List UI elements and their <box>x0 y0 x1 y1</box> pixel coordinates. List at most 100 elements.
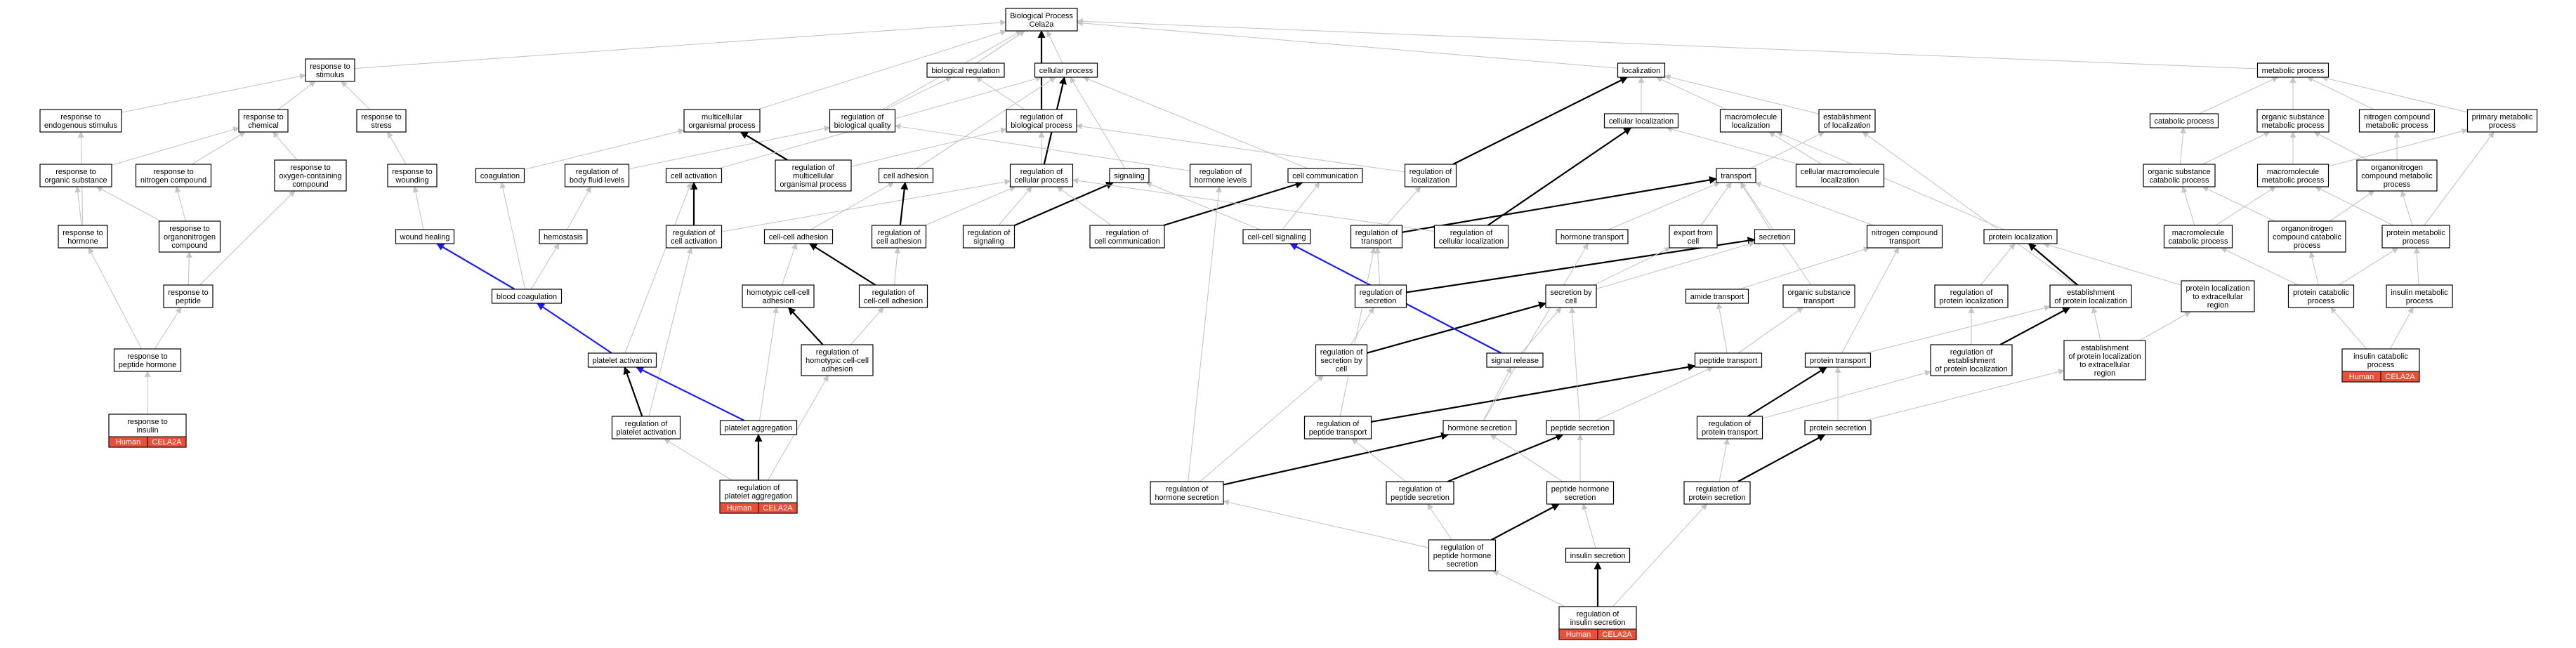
node-box <box>1545 284 1597 308</box>
node-label-line: cell <box>1336 365 1348 373</box>
gray-relation-edge <box>2043 242 2182 286</box>
gray-relation-edge <box>1865 305 2051 354</box>
gray-relation-edge <box>2139 311 2191 341</box>
node-label-line: transport <box>1721 172 1751 180</box>
gray-relation-edge <box>1740 182 1771 230</box>
gray-relation-edge <box>885 77 952 110</box>
node-label-line: cell-cell signaling <box>1247 233 1306 242</box>
gray-relation-edge <box>1351 307 1374 345</box>
node-label-line: macromolecule <box>1725 113 1777 121</box>
go-term-node: protein transport <box>1804 352 1872 368</box>
go-term-node: coagulation <box>475 168 525 183</box>
tag-label: CELA2A <box>1602 630 1632 639</box>
go-term-node: hormone secretion <box>1443 420 1517 435</box>
node-box <box>1404 164 1457 187</box>
node-label-line: response to <box>310 62 350 71</box>
gray-relation-edge <box>1595 366 1714 421</box>
node-box <box>719 420 798 435</box>
go-term-node: transport <box>1716 168 1756 183</box>
node-label-line: wounding <box>395 176 428 185</box>
node-label-line: response to <box>127 352 167 361</box>
node-label-line: regulation of <box>878 229 921 237</box>
gray-relation-edge <box>1386 186 1421 226</box>
node-label-line: response to <box>290 164 330 172</box>
gray-relation-edge <box>1700 182 1732 226</box>
node-box <box>1934 284 2009 308</box>
gray-relation-edge <box>354 19 1006 70</box>
black-relation-edge <box>1737 434 1826 482</box>
node-label-line: cellular localization <box>1439 237 1504 246</box>
node-box <box>1930 344 2013 376</box>
gray-relation-edge <box>758 307 779 421</box>
node-label-line: peptide transport <box>1700 357 1758 365</box>
gray-relation-edge <box>1655 77 1727 110</box>
go-term-node: insulin secretion <box>1565 548 1631 563</box>
node-label-line: wound healing <box>400 233 450 242</box>
gray-relation-edge <box>664 438 732 481</box>
node-box <box>1782 284 1855 308</box>
node-label-line: process <box>2308 297 2335 305</box>
node-label-line: protein transport <box>1810 357 1866 365</box>
black-relation-edge <box>1367 301 1547 354</box>
node-label-line: compound metabolic <box>2361 172 2433 180</box>
node-box <box>113 348 182 372</box>
node-box <box>2063 340 2146 381</box>
node-label-line: Cela2a <box>1030 20 1055 29</box>
go-term-node: secretion <box>1754 229 1796 244</box>
node-label-line: platelet activation <box>617 428 676 437</box>
node-label-line: organismal process <box>688 121 756 130</box>
gray-relation-edge <box>111 126 239 166</box>
node-label-line: regulation of <box>1320 348 1363 357</box>
go-term-node: metabolic process <box>2256 62 2329 78</box>
blue-relation-edge <box>636 366 745 421</box>
gray-relation-edge <box>975 30 1025 64</box>
node-box <box>1287 168 1363 183</box>
gray-relation-edge <box>1492 570 1565 607</box>
node-box <box>2143 164 2216 187</box>
node-box <box>1804 420 1872 435</box>
gray-relation-edge <box>74 186 82 226</box>
go-term-node: cell-cell signaling <box>1242 229 1311 244</box>
node-box <box>491 289 563 304</box>
node-box <box>2256 164 2329 187</box>
node-label-line: regulation of <box>737 484 780 492</box>
node-label-line: insulin catabolic <box>2353 352 2408 361</box>
node-box <box>1804 352 1872 368</box>
tag-label: Human <box>1566 630 1591 639</box>
node-box <box>878 168 934 183</box>
node-label-line: peptide hormone <box>1433 552 1492 560</box>
gray-relation-edge <box>1841 247 1899 354</box>
node-box <box>2358 109 2436 133</box>
go-term-node: localization <box>1617 62 1666 78</box>
node-label-line: insulin secretion <box>1570 552 1626 560</box>
gray-relation-edge <box>850 127 1007 167</box>
node-label-line: nitrogen compound <box>1872 229 1938 237</box>
node-label-line: of protein localization <box>2054 297 2127 305</box>
gray-relation-edge <box>2330 307 2367 350</box>
go-term-node: signaling <box>1109 168 1150 183</box>
node-box <box>1546 481 1615 505</box>
gray-relation-edge <box>2199 77 2279 114</box>
black-relation-edge <box>1491 503 1560 541</box>
node-label-line: nitrogen compound <box>140 176 206 185</box>
node-label-line: cellular localization <box>1609 117 1674 126</box>
gray-relation-edge <box>629 125 831 170</box>
gray-relation-edge <box>893 247 901 286</box>
node-box <box>1546 420 1615 435</box>
gray-relation-edge <box>1666 126 1800 165</box>
